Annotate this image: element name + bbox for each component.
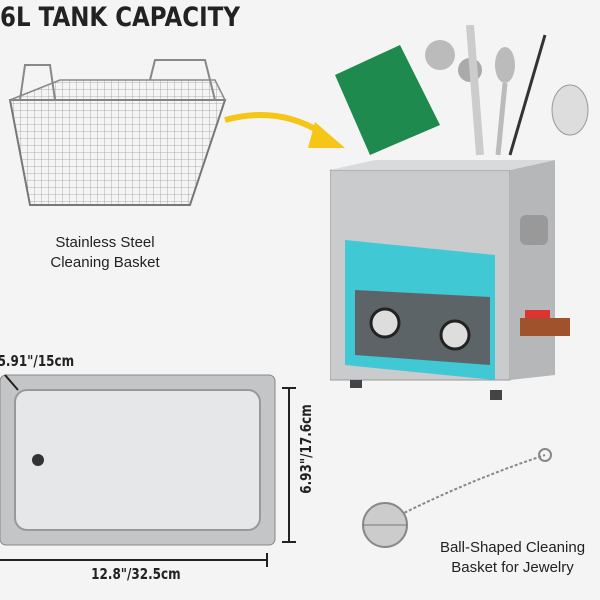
- basket-caption-line1: Stainless Steel: [55, 234, 155, 251]
- title: 6L TANK CAPACITY: [0, 2, 240, 33]
- arrow-icon: [224, 112, 345, 148]
- basket-caption-line2: Cleaning Basket: [50, 254, 160, 271]
- wire-basket-image: [8, 59, 227, 206]
- ball-caption-line1: Ball-Shaped Cleaning: [439, 539, 586, 556]
- basket-caption: Stainless Steel Cleaning Basket: [15, 233, 195, 273]
- height-dimension: 6.93"/17.6cm: [296, 404, 315, 494]
- depth-dimension: 5.91"/15cm: [0, 352, 75, 370]
- ball-basket-image: [362, 448, 552, 548]
- ball-caption-line2: Basket for Jewelry: [451, 559, 574, 576]
- width-dimension: 12.8"/32.5cm: [91, 565, 181, 583]
- ball-caption: Ball-Shaped Cleaning Basket for Jewelry: [420, 538, 600, 578]
- tank-top-view-image: [0, 374, 296, 567]
- ultrasonic-cleaner-image: [330, 160, 570, 400]
- items-image: [335, 25, 589, 156]
